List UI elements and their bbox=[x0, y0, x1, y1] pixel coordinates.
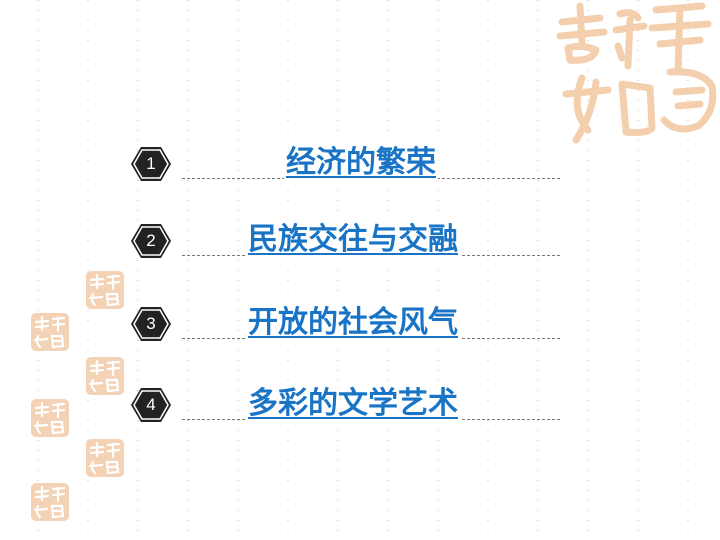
hexagon-icon bbox=[131, 388, 171, 422]
auspicious-seal-icon bbox=[31, 483, 69, 521]
link-open-society[interactable]: 开放的社会风气 bbox=[246, 300, 460, 346]
link-economic-prosperity[interactable]: 经济的繁荣 bbox=[284, 140, 438, 186]
auspicious-seal-icon bbox=[31, 313, 69, 351]
auspicious-seal-icon bbox=[31, 399, 69, 437]
link-literature-arts[interactable]: 多彩的文学艺术 bbox=[246, 381, 460, 427]
menu-item-1[interactable]: 1 经济的繁荣 bbox=[130, 140, 560, 190]
hexagon-icon bbox=[131, 224, 171, 258]
hexagon-icon bbox=[131, 147, 171, 181]
auspicious-seal-icon bbox=[86, 357, 124, 395]
menu-item-2[interactable]: 2 民族交往与交融 bbox=[130, 217, 560, 267]
number-badge: 2 bbox=[130, 223, 172, 259]
badge-number: 3 bbox=[146, 314, 156, 333]
number-badge: 1 bbox=[130, 146, 172, 182]
number-badge: 4 bbox=[130, 387, 172, 423]
badge-number: 4 bbox=[146, 395, 156, 414]
menu-item-3[interactable]: 3 开放的社会风气 bbox=[130, 300, 560, 350]
auspicious-seal-icon bbox=[86, 271, 124, 309]
auspicious-seal-icon bbox=[556, 2, 717, 144]
hexagon-icon bbox=[131, 307, 171, 341]
menu-item-4[interactable]: 4 多彩的文学艺术 bbox=[130, 381, 560, 431]
badge-number: 1 bbox=[146, 154, 156, 173]
auspicious-seal-icon bbox=[86, 439, 124, 477]
link-ethnic-exchange[interactable]: 民族交往与交融 bbox=[246, 217, 460, 263]
badge-number: 2 bbox=[146, 231, 156, 250]
number-badge: 3 bbox=[130, 306, 172, 342]
